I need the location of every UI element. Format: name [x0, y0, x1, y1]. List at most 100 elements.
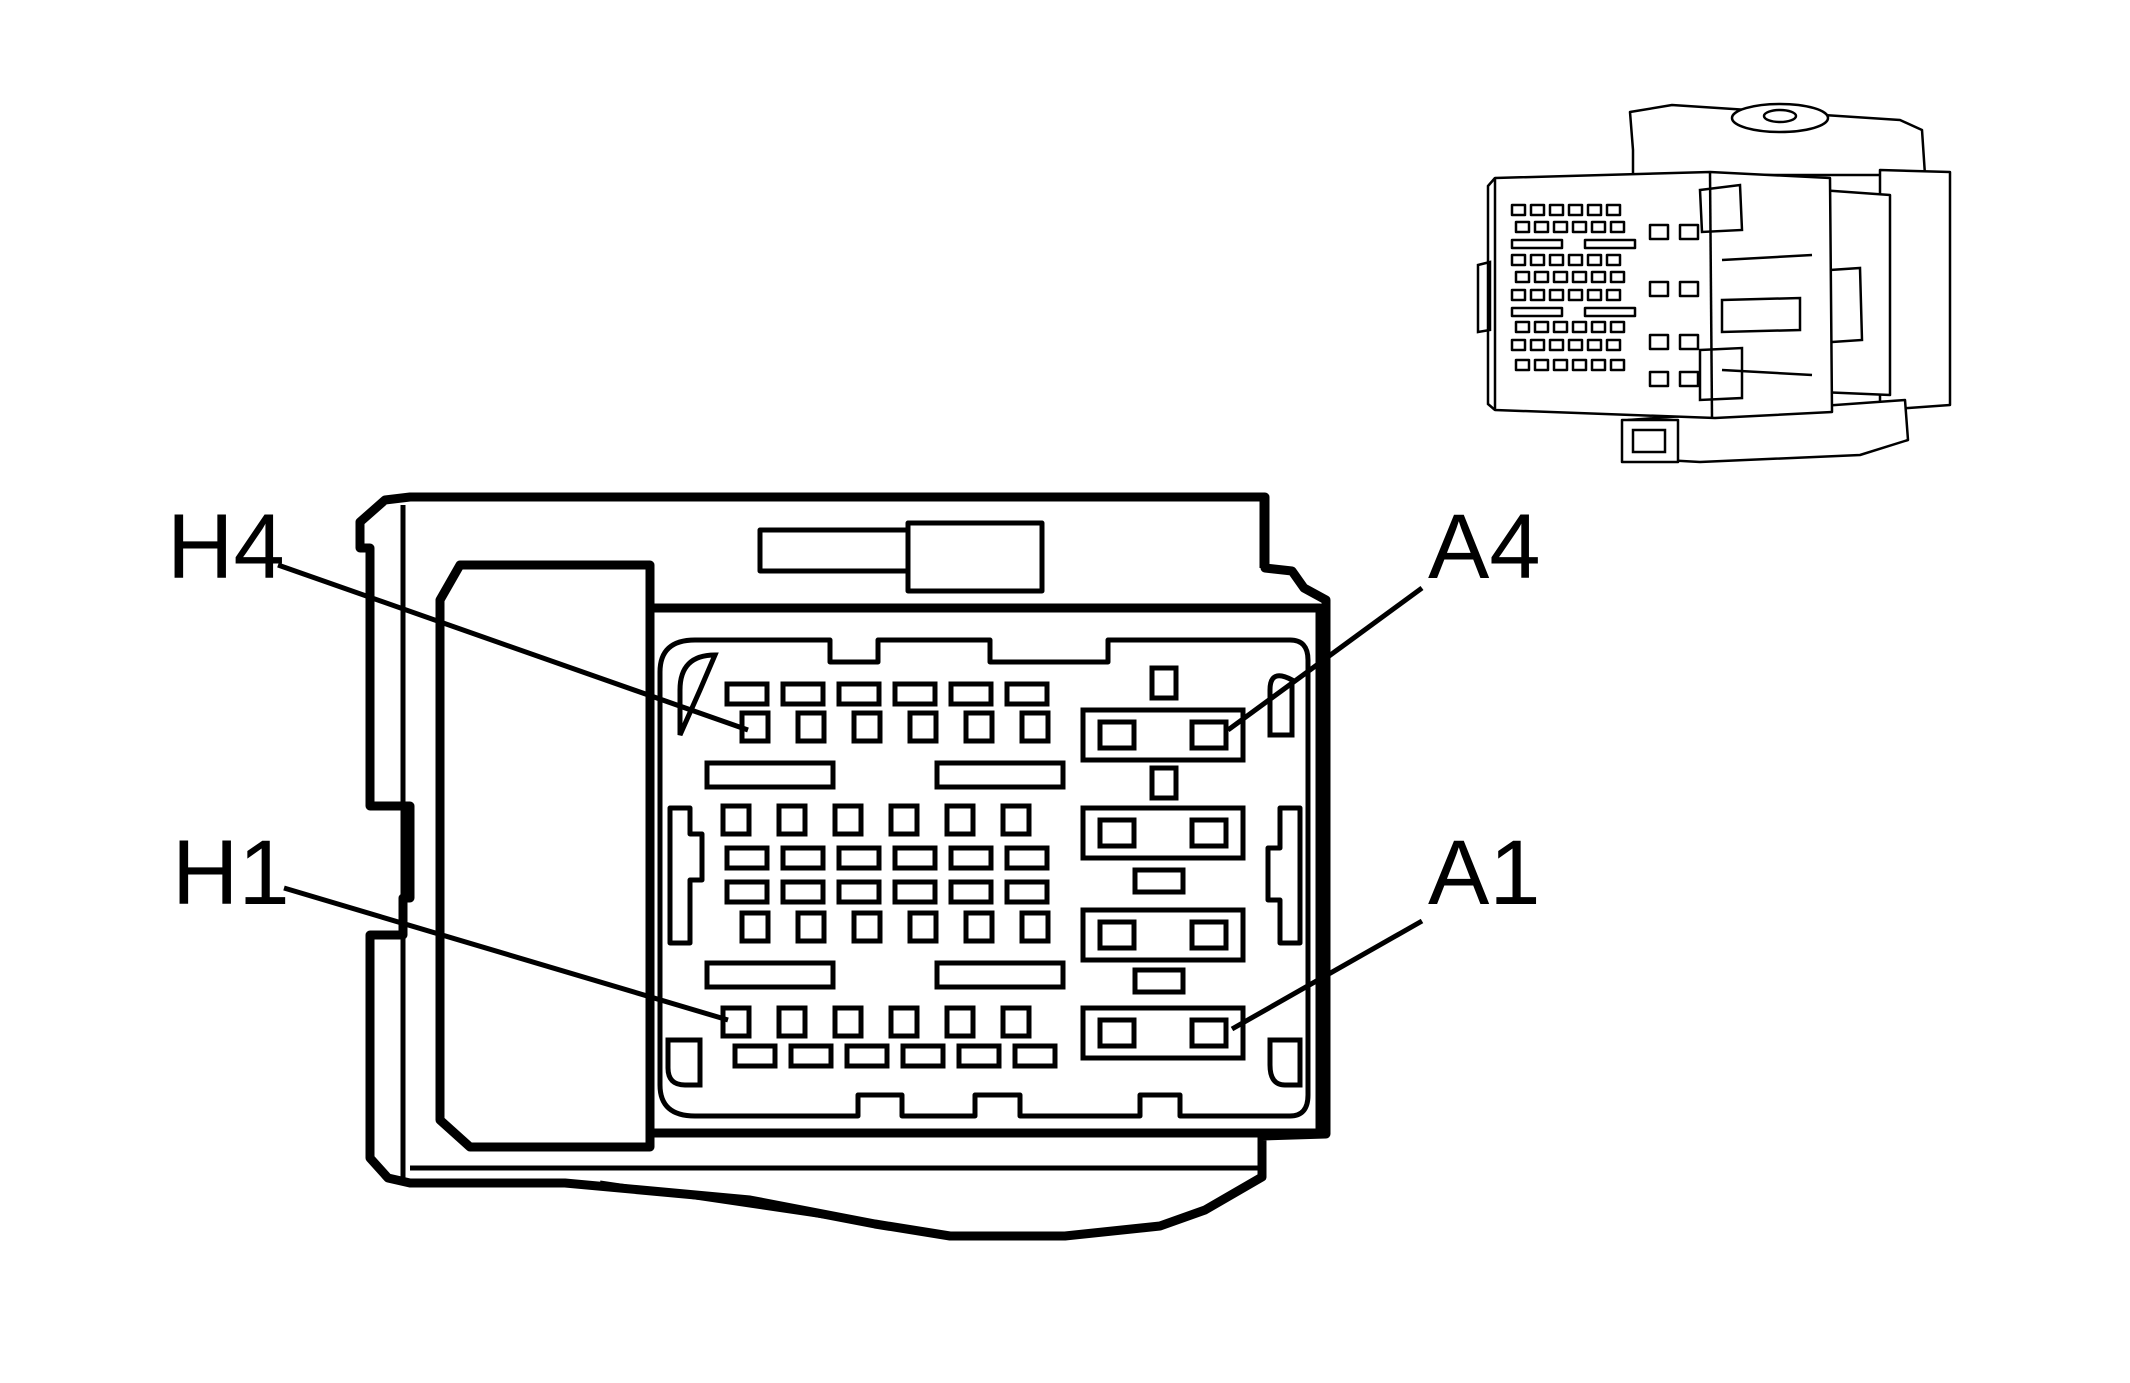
signal-slot	[732, 1043, 778, 1069]
perspective-pin	[1567, 338, 1584, 352]
perspective-pin	[1514, 270, 1531, 284]
a1-leader-line	[1230, 918, 1424, 1032]
perspective-pin	[1567, 253, 1584, 267]
signal-slot	[724, 681, 770, 707]
perspective-pin-grid	[1510, 203, 1700, 388]
perspective-pin	[1510, 306, 1564, 318]
signal-pin	[888, 803, 920, 837]
signal-slot	[1004, 845, 1050, 871]
perspective-pin	[1605, 203, 1622, 217]
pin-cavity-array	[704, 665, 1246, 1069]
perspective-pin	[1533, 320, 1550, 334]
perspective-pin	[1586, 203, 1603, 217]
signal-pin	[888, 1005, 920, 1039]
perspective-pin	[1571, 358, 1588, 372]
perspective-pin	[1590, 220, 1607, 234]
key-slot	[1149, 665, 1179, 701]
perspective-pin	[1552, 220, 1569, 234]
signal-slot	[780, 681, 826, 707]
label-h4: H4	[167, 496, 285, 598]
perspective-pin	[1533, 358, 1550, 372]
perspective-pin	[1567, 288, 1584, 302]
signal-slot	[1004, 681, 1050, 707]
signal-slot	[844, 1043, 890, 1069]
perspective-pin	[1510, 338, 1527, 352]
signal-slot	[892, 681, 938, 707]
perspective-pin	[1605, 288, 1622, 302]
perspective-pin	[1648, 333, 1670, 351]
signal-slot	[900, 1043, 946, 1069]
perspective-pin	[1548, 288, 1565, 302]
signal-pin	[944, 803, 976, 837]
polarizing-bar	[934, 760, 1066, 790]
perspective-pin	[1548, 338, 1565, 352]
signal-slot	[724, 845, 770, 871]
perspective-pin	[1548, 253, 1565, 267]
signal-pin	[832, 1005, 864, 1039]
signal-slot	[1004, 879, 1050, 905]
perspective-pin	[1529, 203, 1546, 217]
signal-slot	[948, 845, 994, 871]
signal-pin	[944, 1005, 976, 1039]
signal-pin	[851, 710, 883, 744]
polarizing-bar	[704, 760, 836, 790]
signal-pin	[739, 910, 771, 944]
perspective-pin	[1548, 203, 1565, 217]
signal-slot	[780, 879, 826, 905]
perspective-pin	[1571, 320, 1588, 334]
signal-pin	[795, 710, 827, 744]
signal-pin	[963, 710, 995, 744]
signal-slot	[724, 879, 770, 905]
polarizing-bar	[934, 960, 1066, 990]
perspective-pin	[1678, 280, 1700, 298]
signal-pin	[851, 910, 883, 944]
power-pin	[1189, 719, 1229, 751]
perspective-pin	[1571, 270, 1588, 284]
perspective-pin	[1510, 288, 1527, 302]
connector-face-view	[355, 492, 1331, 1241]
signal-slot	[892, 845, 938, 871]
signal-pin	[720, 803, 752, 837]
perspective-pin	[1586, 338, 1603, 352]
signal-slot	[836, 845, 882, 871]
power-pin	[1097, 1017, 1137, 1049]
power-pin	[1189, 919, 1229, 951]
label-a4: A4	[1428, 496, 1541, 598]
perspective-pin	[1571, 220, 1588, 234]
label-h1: H1	[172, 822, 290, 924]
perspective-pin	[1529, 338, 1546, 352]
signal-pin	[1000, 803, 1032, 837]
perspective-pin	[1678, 223, 1700, 241]
key-slot	[1132, 967, 1186, 995]
signal-pin	[776, 803, 808, 837]
perspective-pin	[1510, 238, 1564, 250]
perspective-pin	[1609, 220, 1626, 234]
signal-pin	[1000, 1005, 1032, 1039]
perspective-pin	[1586, 288, 1603, 302]
signal-pin	[963, 910, 995, 944]
signal-pin	[907, 710, 939, 744]
signal-pin	[1019, 710, 1051, 744]
key-slot	[1132, 867, 1186, 895]
perspective-pin	[1609, 270, 1626, 284]
perspective-pin	[1529, 253, 1546, 267]
perspective-pin	[1552, 320, 1569, 334]
signal-slot	[956, 1043, 1002, 1069]
signal-slot	[788, 1043, 834, 1069]
signal-slot	[892, 879, 938, 905]
perspective-pin	[1552, 270, 1569, 284]
signal-pin	[907, 910, 939, 944]
perspective-pin	[1510, 203, 1527, 217]
signal-pin	[795, 910, 827, 944]
label-a1: A1	[1428, 822, 1541, 924]
power-pin	[1189, 817, 1229, 849]
perspective-pin	[1533, 270, 1550, 284]
perspective-pin	[1605, 253, 1622, 267]
signal-slot	[1012, 1043, 1058, 1069]
perspective-pin	[1590, 320, 1607, 334]
perspective-pin	[1514, 320, 1531, 334]
perspective-pin	[1605, 338, 1622, 352]
perspective-pin	[1514, 220, 1531, 234]
perspective-pin	[1552, 358, 1569, 372]
